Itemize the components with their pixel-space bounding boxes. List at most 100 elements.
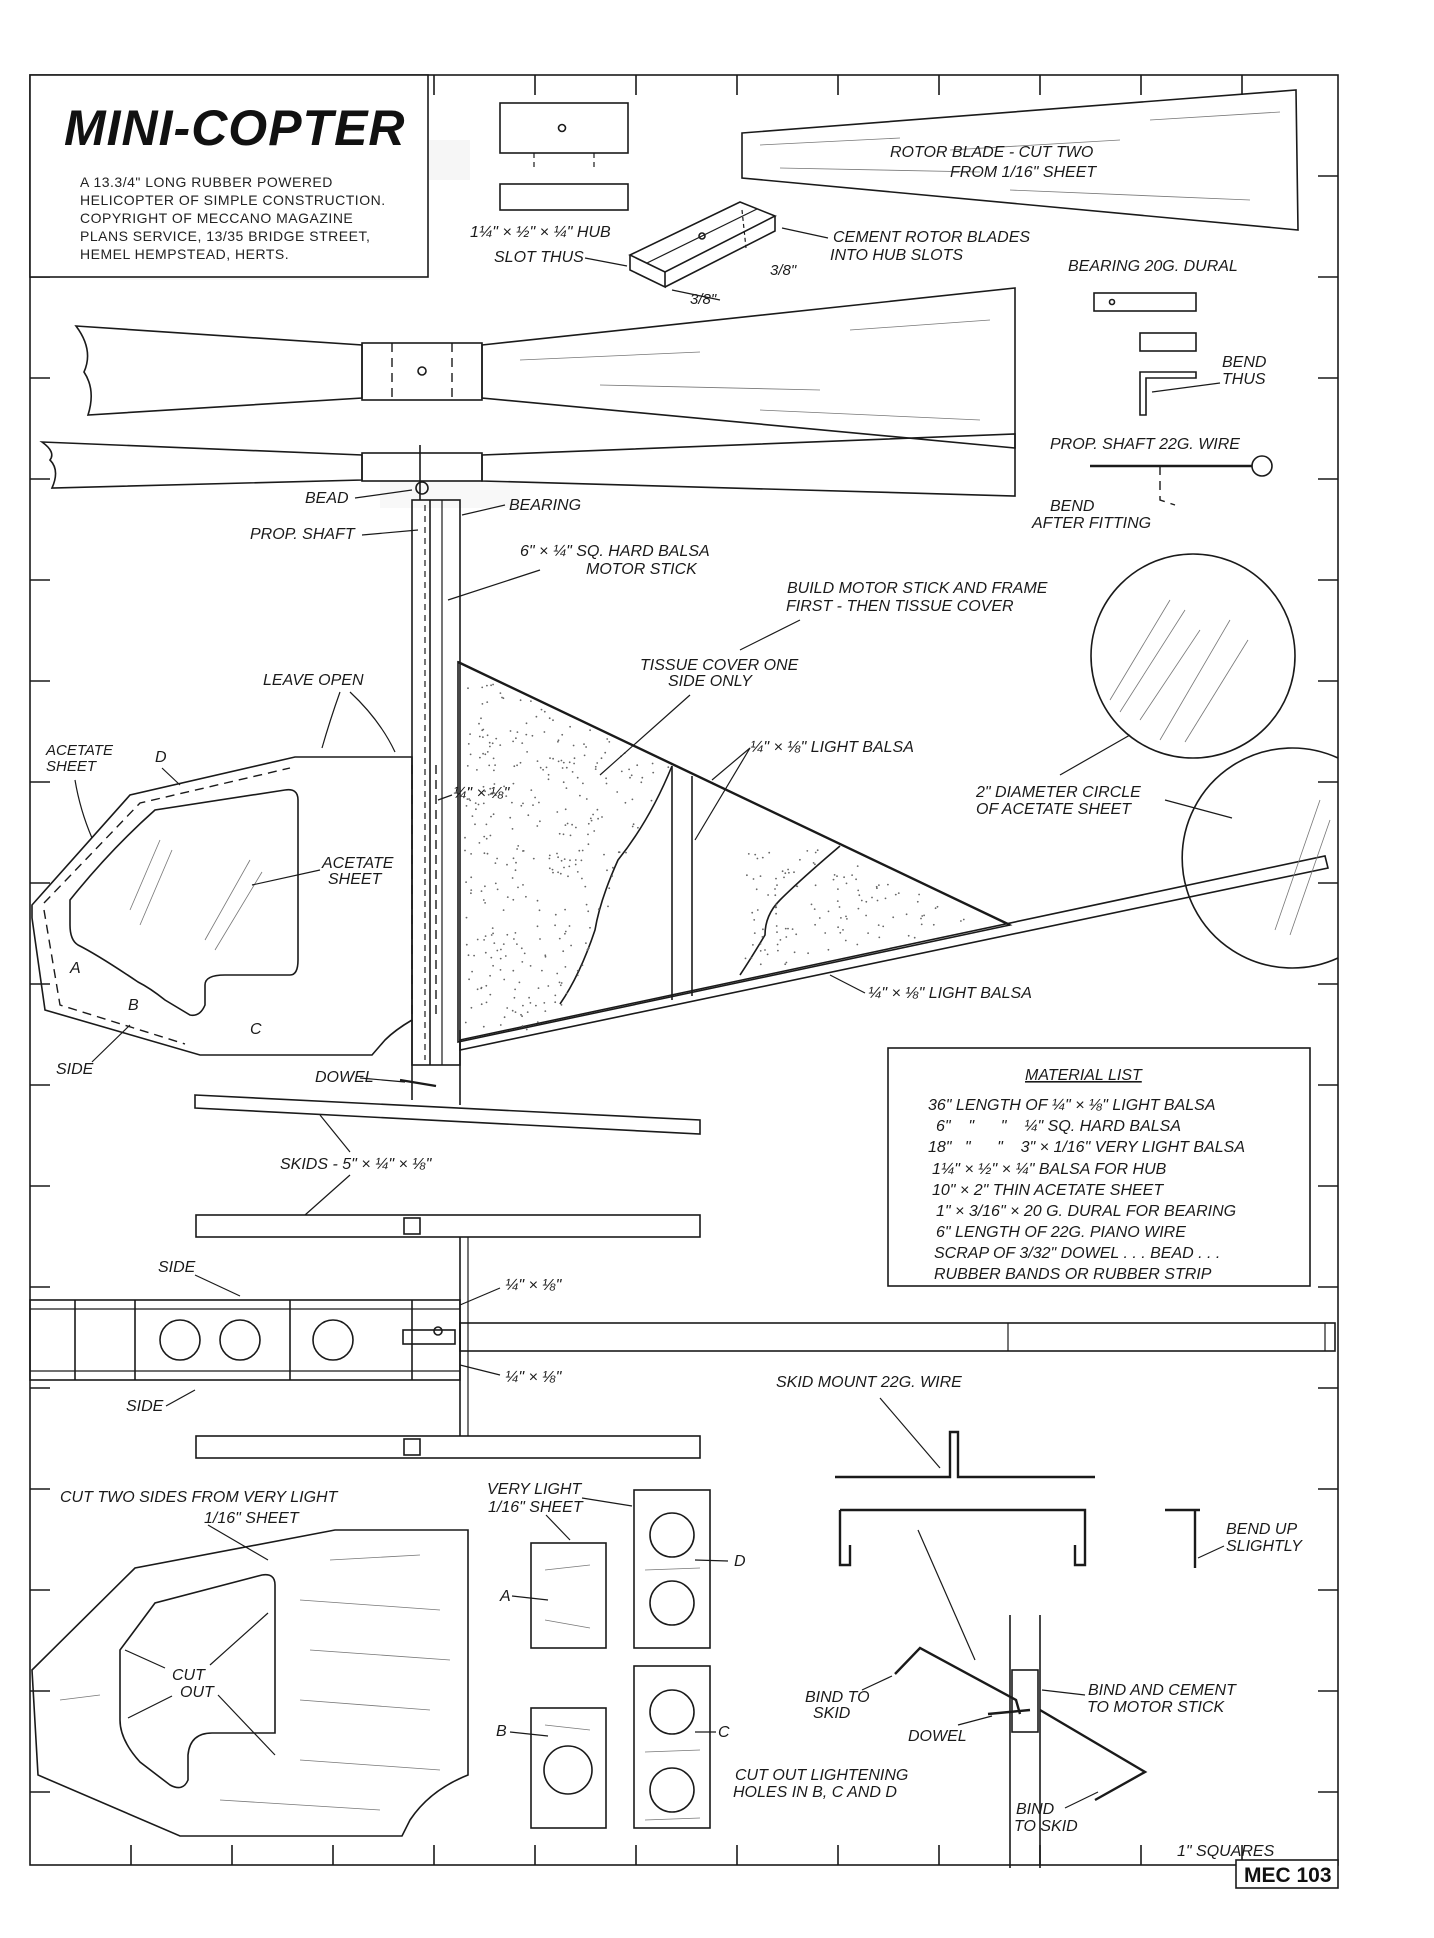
tissue-dot (753, 932, 756, 934)
tissue-dot (470, 876, 473, 879)
tissue-dot (488, 741, 491, 744)
tissue-dot (582, 782, 584, 785)
tissue-dot (492, 964, 494, 967)
tissue-dot (479, 756, 481, 759)
tissue-dot (514, 1011, 517, 1013)
tissue-dot (827, 948, 830, 951)
tissue-dot (552, 871, 554, 874)
tissue-dot (490, 684, 492, 687)
tissue-dot (480, 717, 482, 720)
tissue-dot (470, 1006, 473, 1009)
tissue-dot (496, 949, 499, 952)
tissue-dot (612, 866, 614, 869)
tissue-dot (480, 1003, 483, 1006)
tissue-dot (543, 710, 546, 713)
tissue-dot (812, 862, 815, 864)
tissue-dot (845, 915, 847, 918)
tissue-dot (605, 777, 607, 780)
plan-border (29, 74, 1339, 1866)
tissue-dot (573, 762, 575, 765)
tissue-dot (762, 928, 764, 931)
tissue-dot (565, 787, 568, 789)
tissue-dot (559, 984, 562, 987)
tissue-dot (532, 857, 535, 860)
svg-text:OF ACETATE SHEET: OF ACETATE SHEET (976, 801, 1132, 818)
tissue-dot (511, 801, 513, 804)
tissue-dot (528, 996, 530, 999)
svg-text:SIDE: SIDE (126, 1398, 164, 1415)
tissue-dot (483, 852, 486, 855)
tissue-dot (851, 874, 853, 876)
tissue-dot (512, 898, 515, 901)
tissue-dot (466, 798, 469, 800)
tissue-dot (905, 913, 908, 916)
tissue-dot (840, 917, 842, 919)
svg-text:BIND: BIND (1016, 1801, 1055, 1818)
tissue-dot (544, 955, 547, 958)
tissue-dot (580, 859, 583, 862)
tissue-dot (536, 1021, 539, 1023)
tissue-dot (837, 888, 839, 890)
tissue-dot (468, 798, 470, 800)
tissue-dot (482, 802, 485, 805)
tissue-dot (837, 926, 839, 929)
tissue-dot (814, 923, 816, 926)
tissue-dot (548, 717, 551, 720)
tissue-dot (816, 849, 819, 852)
tissue-dot (788, 871, 790, 874)
tissue-dot (556, 811, 559, 813)
tissue-dot (592, 813, 594, 816)
svg-text:6" LENGTH OF 22G. PIANO WIRE: 6" LENGTH OF 22G. PIANO WIRE (936, 1224, 1186, 1241)
svg-text:TO SKID: TO SKID (1014, 1818, 1078, 1835)
tissue-dot (512, 782, 515, 785)
tissue-dot (630, 774, 633, 777)
tissue-dot (562, 833, 565, 836)
svg-text:PROP. SHAFT 22G. WIRE: PROP. SHAFT 22G. WIRE (1050, 436, 1240, 453)
tissue-dot (564, 808, 567, 811)
tissue-dot (787, 927, 789, 930)
description-line-5: HEMEL HEMPSTEAD, HERTS. (80, 246, 289, 262)
tissue-dot (521, 742, 524, 744)
tissue-dot (557, 739, 560, 742)
description-line-1: A 13.3/4" LONG RUBBER POWERED (80, 174, 333, 190)
description-line-2: HELICOPTER OF SIMPLE CONSTRUCTION. (80, 192, 386, 208)
tissue-dot (637, 826, 639, 829)
tissue-dot (556, 852, 558, 855)
tissue-dot (585, 746, 587, 748)
tissue-dot (516, 848, 518, 850)
tissue-dot (548, 854, 551, 857)
tissue-dot (478, 722, 480, 725)
tissue-dot (489, 745, 491, 748)
svg-text:C: C (250, 1021, 262, 1038)
tissue-dot (535, 715, 538, 718)
tissue-dot (799, 858, 801, 861)
part-b (530, 1707, 607, 1829)
tissue-dot (569, 859, 571, 862)
tissue-dot (806, 850, 809, 852)
tissue-dot (481, 686, 484, 689)
part-a (530, 1542, 607, 1649)
tissue-dot (839, 931, 842, 934)
tissue-dot (756, 857, 759, 860)
tissue-dot (601, 816, 603, 818)
tissue-dot (752, 878, 755, 880)
tissue-dot (473, 954, 475, 957)
tissue-dot (512, 969, 515, 972)
tissue-dot (501, 696, 503, 699)
tissue-dot (884, 897, 887, 900)
tissue-dot (587, 947, 590, 950)
tissue-dot (620, 770, 623, 773)
svg-text:1¼" × ½" × ¼" BALSA FOR HUB: 1¼" × ½" × ¼" BALSA FOR HUB (932, 1161, 1167, 1178)
tissue-dot (542, 768, 544, 771)
tissue-dot (467, 954, 470, 957)
tissue-dot (838, 906, 841, 908)
svg-text:10" × 2" THIN ACETATE SHEET: 10" × 2" THIN ACETATE SHEET (932, 1182, 1164, 1199)
tissue-dot (876, 899, 879, 902)
tissue-dot (503, 978, 506, 981)
tissue-dot (536, 925, 539, 928)
svg-text:FIRST - THEN TISSUE COVER: FIRST - THEN TISSUE COVER (786, 598, 1014, 615)
tissue-dot (532, 804, 534, 806)
tissue-dot (777, 949, 779, 952)
tissue-dot (535, 1004, 537, 1007)
tissue-dot (767, 894, 769, 896)
